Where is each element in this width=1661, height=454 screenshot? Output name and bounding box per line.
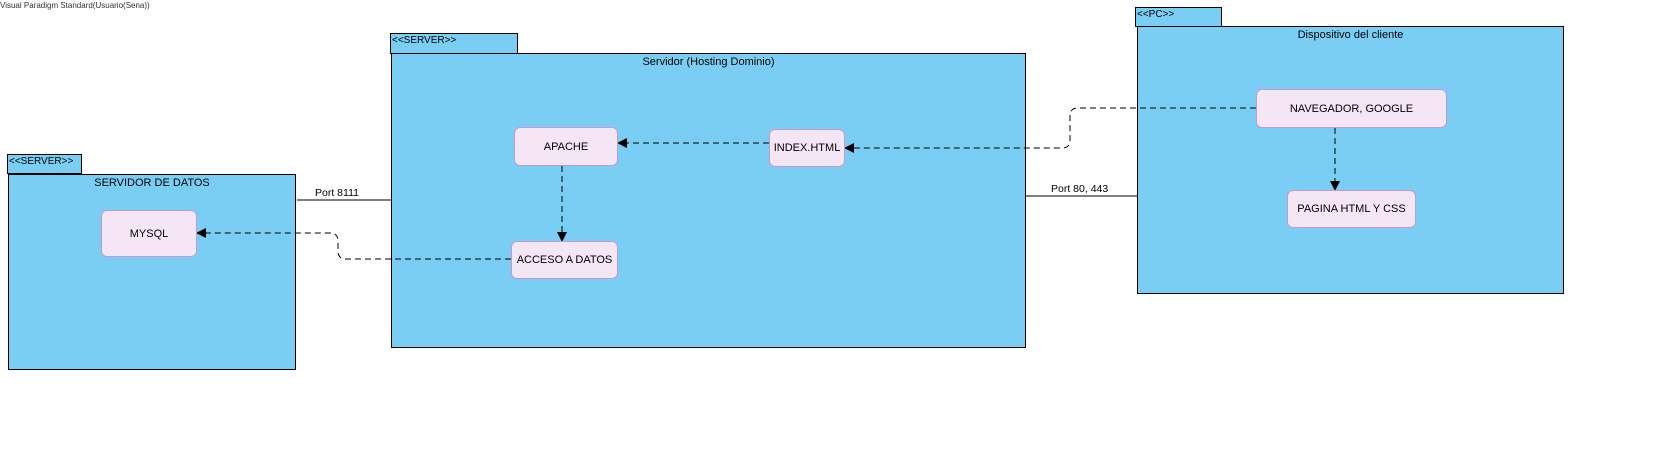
component-acceso-a-datos-label: ACCESO A DATOS bbox=[516, 254, 613, 266]
component-navegador-google[interactable]: NAVEGADOR, GOOGLE bbox=[1256, 89, 1447, 128]
dependency-acceso-to-mysql[interactable] bbox=[196, 228, 511, 260]
node-dispositivo-cliente[interactable]: Dispositivo del cliente bbox=[1137, 26, 1564, 294]
component-apache[interactable]: APACHE bbox=[514, 127, 618, 166]
cliente-node-title: Dispositivo del cliente bbox=[1297, 29, 1404, 41]
node-servidor-de-datos[interactable]: SERVIDOR DE DATOS bbox=[8, 174, 296, 370]
node-servidor-hosting[interactable]: Servidor (Hosting Dominio) bbox=[391, 53, 1026, 348]
dependency-navegador-to-index[interactable] bbox=[844, 107, 1256, 153]
datos-stereotype-tab[interactable]: <<SERVER>> bbox=[7, 154, 82, 174]
watermark-text: Visual Paradigm Standard(Usuario(Sena)) bbox=[0, 1, 150, 10]
component-mysql-label: MYSQL bbox=[129, 227, 169, 240]
datos-stereotype-label: <<SERVER>> bbox=[9, 156, 74, 167]
component-index-html[interactable]: INDEX.HTML bbox=[769, 129, 845, 167]
port-label-datos-hosting: Port 8111 bbox=[315, 187, 359, 199]
component-apache-label: APACHE bbox=[543, 140, 589, 153]
component-pagina-html-css-label: PAGINA HTML Y CSS bbox=[1297, 203, 1406, 215]
component-index-html-label: INDEX.HTML bbox=[773, 142, 841, 154]
hosting-node-title: Servidor (Hosting Dominio) bbox=[642, 56, 775, 68]
component-acceso-a-datos[interactable]: ACCESO A DATOS bbox=[511, 241, 618, 279]
component-pagina-html-css[interactable]: PAGINA HTML Y CSS bbox=[1287, 190, 1416, 228]
component-navegador-google-label: NAVEGADOR, GOOGLE bbox=[1289, 102, 1414, 115]
hosting-stereotype-label: <<SERVER>> bbox=[392, 35, 457, 46]
cliente-stereotype-label: <<PC>> bbox=[1137, 9, 1175, 20]
component-mysql[interactable]: MYSQL bbox=[101, 210, 197, 257]
port-label-hosting-cliente: Port 80, 443 bbox=[1051, 183, 1109, 195]
datos-node-title: SERVIDOR DE DATOS bbox=[94, 177, 210, 189]
